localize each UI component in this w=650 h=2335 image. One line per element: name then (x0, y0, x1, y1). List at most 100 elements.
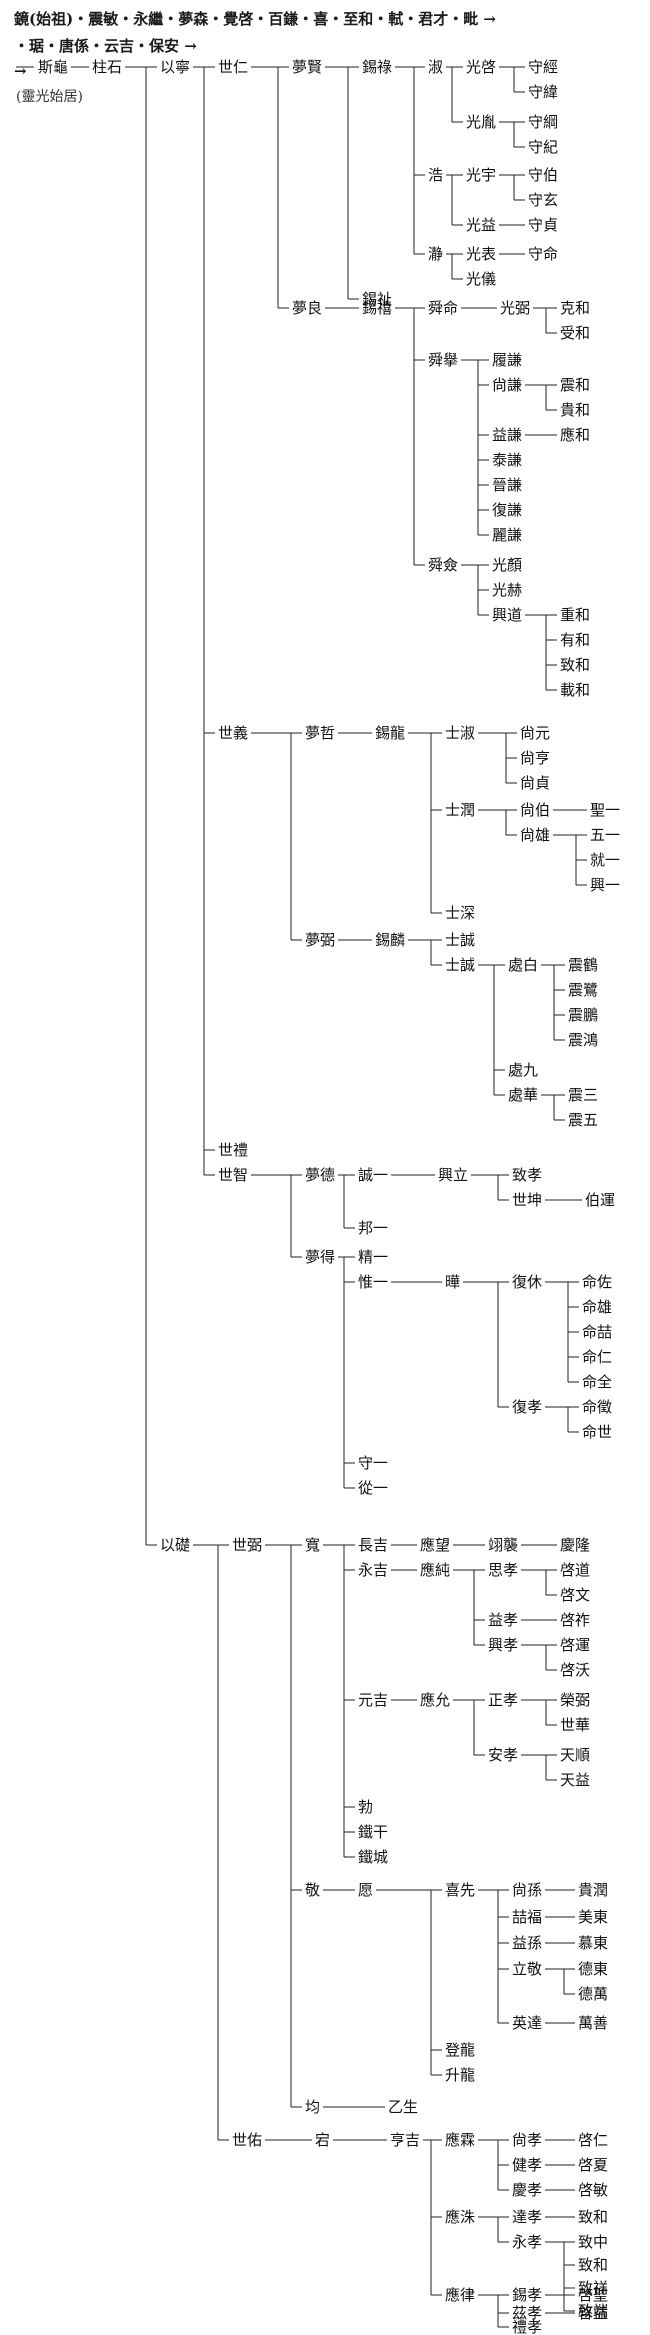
person-n13: 守紀 (528, 138, 558, 156)
person-n52: 錫龍 (375, 724, 405, 742)
person-n113: 啓文 (560, 1586, 590, 1604)
person-n30: 受和 (560, 324, 590, 342)
person-n70: 震鶴 (568, 956, 598, 974)
person-n69: 處白 (508, 956, 538, 974)
person-n163: 致和 (578, 2256, 608, 2274)
person-n152: 尙孝 (512, 2131, 542, 2149)
person-n135: 喆福 (512, 1908, 542, 1926)
person-n6: 錫祿 (362, 58, 392, 76)
person-n118: 啓沃 (560, 1661, 590, 1679)
person-n125: 天順 (560, 1746, 590, 1764)
person-n148: 世佑 (232, 2131, 262, 2149)
person-n132: 喜先 (445, 1881, 475, 1899)
person-n95: 命仁 (582, 1348, 612, 1366)
person-n34: 震和 (560, 376, 590, 394)
person-n103: 世弼 (232, 1536, 262, 1554)
person-n122: 榮弼 (560, 1691, 590, 1709)
person-n136: 美東 (578, 1908, 608, 1926)
person-n11: 光胤 (466, 113, 496, 131)
person-n121: 正孝 (488, 1691, 518, 1709)
person-n165: 致端 (578, 2302, 608, 2320)
person-n120: 應允 (420, 1691, 450, 1709)
person-n42: 舜僉 (428, 556, 458, 574)
person-n117: 啓運 (560, 1636, 590, 1654)
person-n20: 瀞 (428, 245, 443, 263)
person-n142: 英達 (512, 2014, 542, 2032)
person-n151: 應霖 (445, 2131, 475, 2149)
person-n110: 應純 (420, 1561, 450, 1579)
person-n138: 慕東 (578, 1934, 608, 1952)
person-n91: 復休 (512, 1273, 542, 1291)
person-n145: 升龍 (445, 2066, 475, 2084)
person-n53: 士淑 (445, 724, 475, 742)
person-n114: 益孝 (488, 1611, 518, 1629)
person-n46: 重和 (560, 606, 590, 624)
person-n25: 夢良 (292, 299, 322, 317)
person-n107: 翊襲 (488, 1536, 518, 1554)
person-n119: 元吉 (358, 1691, 388, 1709)
person-n158: 應洙 (445, 2208, 475, 2226)
person-n79: 世智 (218, 1166, 248, 1184)
person-n147: 乙生 (388, 2098, 418, 2116)
person-n112: 啓道 (560, 1561, 590, 1579)
person-n87: 夢得 (305, 1248, 335, 1266)
person-n162: 致中 (578, 2233, 608, 2251)
person-n97: 復孝 (512, 1398, 542, 1416)
person-n65: 夢弼 (305, 931, 335, 949)
person-n64: 士深 (445, 904, 475, 922)
person-n80: 夢德 (305, 1166, 335, 1184)
person-n168: 啓聖 (578, 2286, 608, 2304)
person-n24: 錫祉 (362, 290, 392, 308)
person-n157: 啓敏 (578, 2181, 608, 2199)
person-n16: 守伯 (528, 166, 558, 184)
person-n126: 天益 (560, 1771, 590, 1789)
settlement-note: (靈光始居) (16, 89, 83, 105)
person-n48: 致和 (560, 656, 590, 674)
person-n164: 致祥 (578, 2279, 608, 2297)
person-n58: 尙伯 (520, 801, 550, 819)
person-n4: 世仁 (218, 58, 248, 76)
person-n141: 德萬 (578, 1985, 608, 2003)
person-n59: 聖一 (590, 801, 620, 819)
person-n73: 震鴻 (568, 1031, 598, 1049)
person-n27: 舜命 (428, 299, 458, 317)
person-n139: 立敬 (512, 1960, 542, 1978)
person-n67: 士誠 (445, 931, 475, 949)
person-n21: 光表 (466, 245, 496, 263)
person-n133: 尙孫 (512, 1881, 542, 1899)
person-n161: 永孝 (512, 2233, 542, 2251)
person-n1: 斯龜 (38, 58, 68, 76)
person-n78: 世禮 (218, 1141, 248, 1159)
person-n116: 興孝 (488, 1636, 518, 1654)
person-n90: 曄 (445, 1273, 460, 1291)
person-n71: 震鷺 (568, 981, 598, 999)
person-n9: 守經 (528, 58, 558, 76)
ancestor-line-1: 鏡(始祖)・震敏・永繼・夢森・覺啓・百鎌・喜・至和・軾・君才・毗 → (14, 10, 496, 28)
person-n31: 舜擧 (428, 351, 458, 369)
header-line-1: 鏡(始祖)・震敏・永繼・夢森・覺啓・百鎌・喜・至和・軾・君才・毗 → (14, 8, 496, 29)
person-n22: 守命 (528, 245, 558, 263)
person-n23: 光儀 (466, 270, 496, 288)
person-n149: 宕 (315, 2131, 330, 2149)
person-n169: 茲孝 (512, 2304, 542, 2322)
person-n167: 錫孝 (512, 2286, 542, 2304)
person-n134: 貴潤 (578, 1881, 608, 1899)
person-n19: 守貞 (528, 216, 558, 234)
person-n100: 守一 (358, 1454, 388, 1472)
person-n18: 光益 (466, 216, 496, 234)
person-n39: 晉謙 (492, 476, 522, 494)
person-n47: 有和 (560, 631, 590, 649)
person-n86: 邦一 (358, 1219, 388, 1237)
person-n94: 命喆 (582, 1323, 612, 1341)
person-n105: 長吉 (358, 1536, 388, 1554)
person-n7: 淑 (428, 58, 443, 76)
person-n77: 震五 (568, 1111, 598, 1129)
person-n66: 錫麟 (375, 931, 405, 949)
person-n37: 應和 (560, 426, 590, 444)
person-n3: 以寧 (160, 58, 190, 76)
person-n32: 履謙 (492, 351, 522, 369)
person-n171: 禮孝 (512, 2318, 542, 2335)
person-n10: 守緯 (528, 83, 558, 101)
person-n144: 登龍 (445, 2041, 475, 2059)
person-n92: 命佐 (582, 1273, 612, 1291)
